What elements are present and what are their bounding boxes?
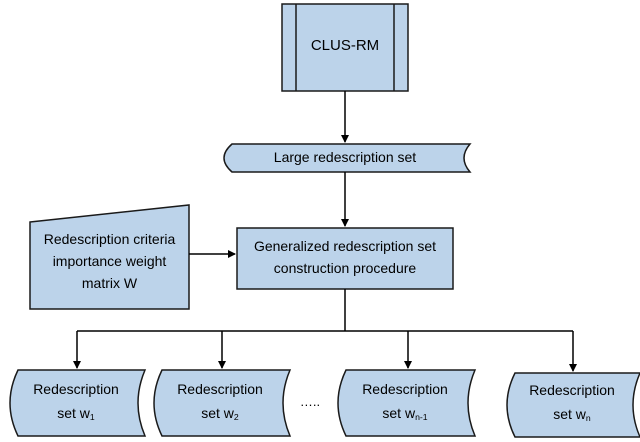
output-shape-4 [506,372,640,438]
output-label-1: Redescription set w1 [14,377,138,429]
output-4-line-1: Redescription [529,382,615,398]
output-label-2: Redescription set w2 [158,377,282,429]
output-shape-3 [337,369,477,437]
criteria-label: Redescription criteria importance weight… [30,228,189,294]
clus-rm-box [281,3,409,92]
output-1-line-1: Redescription [33,381,119,397]
output-shape-1 [9,369,147,437]
output-label-4: Redescription set wn [512,378,632,430]
criteria-line-3: matrix W [81,275,138,291]
large-redescription-set-shape [223,143,472,173]
output-shape-2 [153,369,292,437]
output-3-line-1: Redescription [362,381,448,397]
procedure-line-1: Generalized redescription set [253,238,437,254]
criteria-line-2: importance weight [52,253,167,269]
clus-rm-label: CLUS-RM [310,37,380,54]
procedure-box [236,227,454,290]
procedure-label: Generalized redescription set constructi… [237,235,453,279]
output-2-line-1: Redescription [177,381,263,397]
output-2-line-2: set w2 [201,405,239,423]
output-1-line-2: set w1 [57,405,95,423]
criteria-input-shape [29,204,190,310]
output-3-line-2: set wn-1 [382,405,428,423]
output-label-3: Redescription set wn-1 [343,377,467,429]
large-redescription-set-label: Large redescription set [273,149,417,165]
ellipsis: ….. [299,394,321,409]
criteria-line-1: Redescription criteria [43,231,176,247]
procedure-line-2: construction procedure [273,260,417,276]
output-4-line-2: set wn [553,406,591,424]
